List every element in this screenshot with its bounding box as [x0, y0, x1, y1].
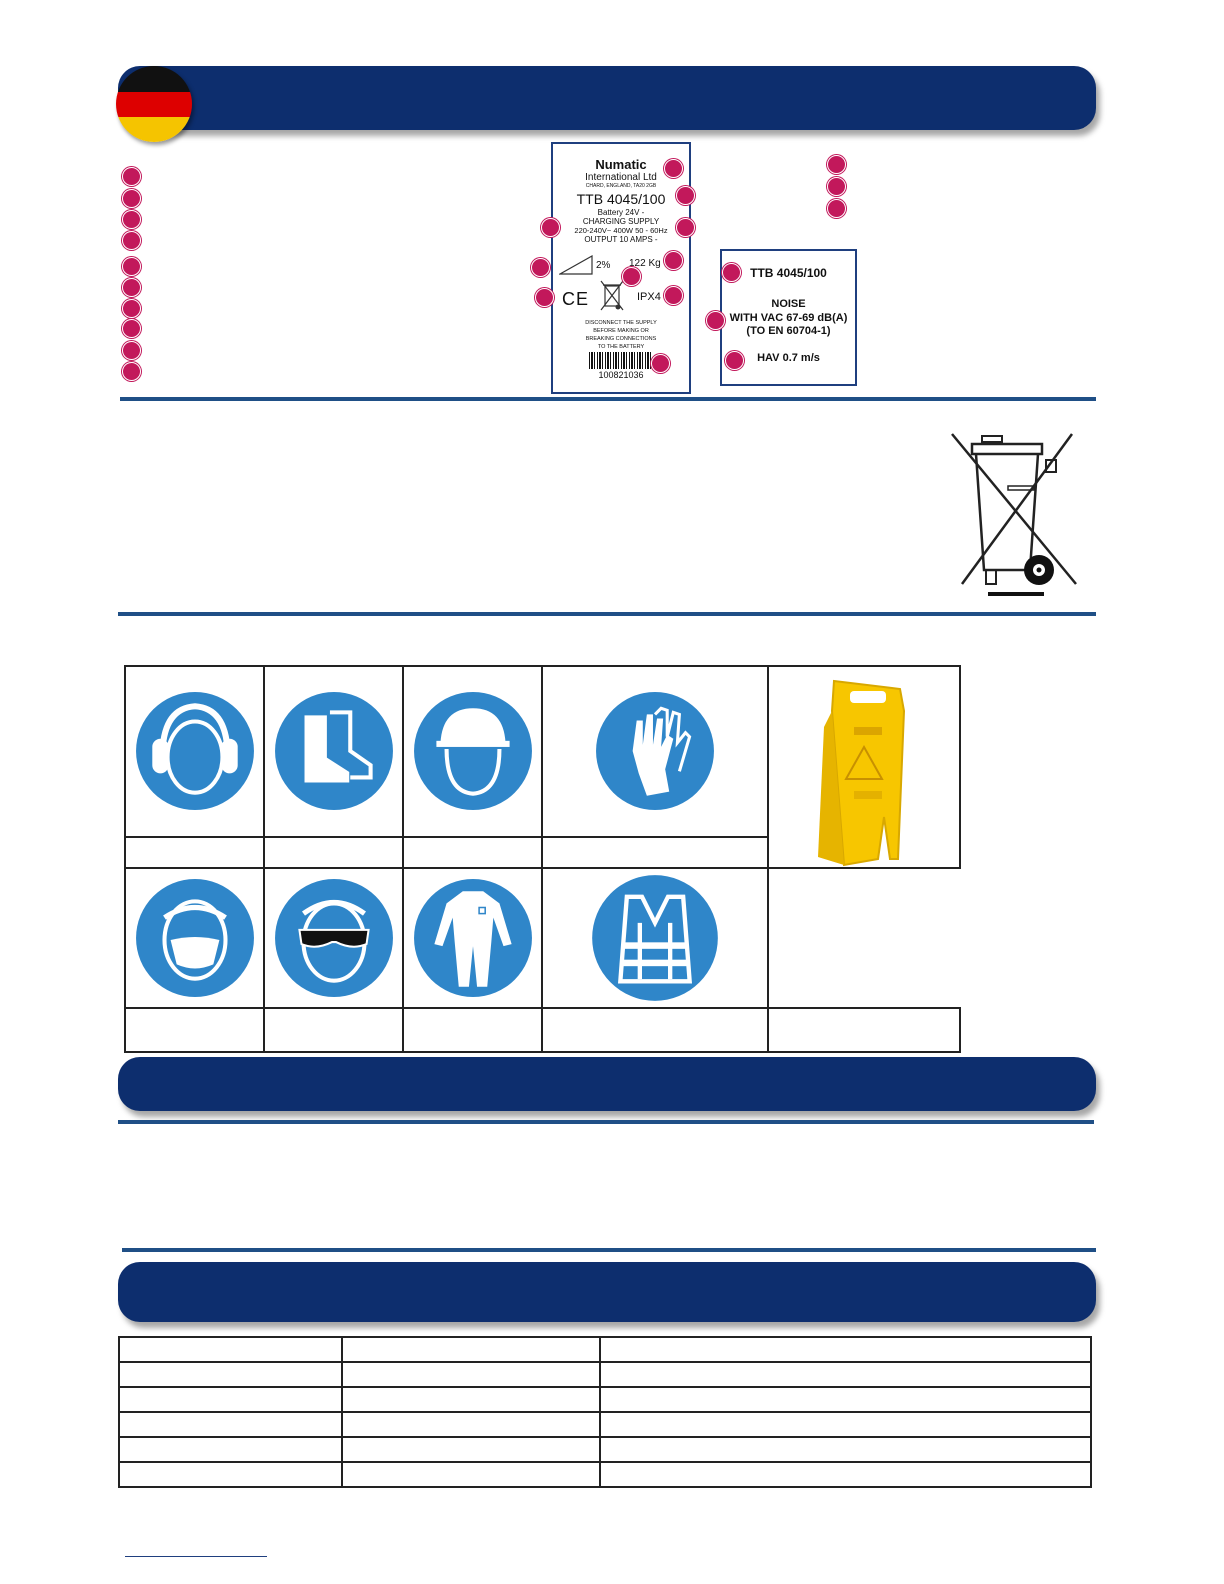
- battery-rating: Battery 24V -: [597, 208, 645, 217]
- callout-dot: [122, 299, 141, 318]
- ip-rating: IPX4: [637, 291, 661, 303]
- callout-dot: [122, 167, 141, 186]
- gloves-icon: [596, 692, 714, 811]
- company-name-line2: International Ltd: [585, 172, 657, 183]
- table-row: [118, 1411, 1092, 1438]
- ppe-caption: [263, 835, 404, 870]
- ppe-cell: [124, 867, 265, 1009]
- dust-mask-icon: [135, 879, 254, 997]
- overalls-icon: [413, 879, 532, 997]
- callout-dot: [651, 354, 670, 373]
- callout-dot: [535, 288, 554, 307]
- barcode: [589, 352, 651, 369]
- callout-dot: [122, 278, 141, 297]
- callout-dot: [541, 218, 560, 237]
- section-rule: [120, 397, 1096, 401]
- callout-dot: [531, 258, 550, 277]
- callout-dot: [122, 341, 141, 360]
- callout-dot: [122, 257, 141, 276]
- callout-dot: [722, 263, 741, 282]
- ppe-cell: [767, 665, 961, 869]
- spec-table: [118, 1336, 1092, 1488]
- ear-protection-icon: [135, 692, 254, 811]
- callout-dot: [725, 351, 744, 370]
- hard-hat-icon: [413, 692, 532, 811]
- ppe-table: [124, 665, 961, 1053]
- company-name: Numatic: [595, 157, 647, 172]
- section-banner: [118, 1057, 1096, 1111]
- company-address: CHARD, ENGLAND, TA20 2GB: [585, 183, 657, 189]
- ppe-caption: [541, 835, 769, 870]
- ppe-cell: [541, 867, 769, 1009]
- gradient-value: 2%: [596, 260, 611, 271]
- crossed-bin-icon: [951, 433, 1077, 596]
- callout-dot: [827, 199, 846, 218]
- ppe-caption: [541, 1007, 769, 1053]
- ppe-cell: [541, 665, 769, 838]
- ppe-caption: [263, 1007, 404, 1053]
- crossed-bin-icon: [600, 280, 624, 311]
- callout-dot: [664, 251, 683, 270]
- footer-rule: [125, 1556, 267, 1557]
- table-row: [118, 1386, 1092, 1413]
- section-rule: [122, 1248, 1096, 1252]
- weight-value: 122 Kg: [629, 258, 661, 269]
- callout-dot: [122, 231, 141, 250]
- callout-dot: [664, 286, 683, 305]
- callout-dot: [122, 189, 141, 208]
- warning-line-2: BEFORE MAKING OR: [593, 328, 649, 334]
- ppe-cell: [124, 665, 265, 838]
- warning-line-4: TO THE BATTERY: [597, 344, 645, 350]
- charging-supply: CHARGING SUPPLY: [582, 217, 660, 226]
- ppe-cell: [402, 665, 543, 838]
- hav-value: HAV 0.7 m/s: [757, 352, 820, 364]
- callout-dot: [827, 177, 846, 196]
- ppe-caption: [402, 1007, 543, 1053]
- gradient-icon: [559, 255, 593, 275]
- model-number: TTB 4045/100: [576, 191, 666, 207]
- section-rule: [118, 1120, 1094, 1124]
- safety-glasses-icon: [274, 879, 393, 997]
- safety-boots-icon: [274, 692, 393, 811]
- table-row: [118, 1436, 1092, 1463]
- warning-line-1: DISCONNECT THE SUPPLY: [585, 320, 657, 326]
- ppe-caption: [402, 835, 543, 870]
- callout-dot: [827, 155, 846, 174]
- ppe-cell: [263, 665, 404, 838]
- serial-number: 100821036: [598, 370, 644, 380]
- section-rule: [118, 612, 1096, 616]
- ppe-caption: [124, 835, 265, 870]
- wet-floor-sign: [818, 679, 906, 867]
- header-banner: [118, 66, 1096, 130]
- output-rating: OUTPUT 10 AMPS -: [584, 235, 658, 244]
- germany-flag-icon: [116, 66, 192, 142]
- ppe-caption: [124, 1007, 265, 1053]
- noise-vac: WITH VAC 67-69 dB(A): [729, 312, 848, 324]
- callout-dot: [122, 210, 141, 229]
- callout-dot: [122, 319, 141, 338]
- table-row: [118, 1461, 1092, 1488]
- callout-dot: [122, 362, 141, 381]
- callout-dot: [706, 311, 725, 330]
- noise-standard: (TO EN 60704-1): [746, 325, 831, 337]
- warning-line-3: BREAKING CONNECTIONS: [585, 336, 657, 342]
- noise-heading: NOISE: [771, 298, 806, 310]
- power-rating: 220-240V~ 400W 50 - 60Hz: [574, 226, 668, 235]
- callout-dot: [676, 186, 695, 205]
- callout-dot: [664, 159, 683, 178]
- ppe-cell: [263, 867, 404, 1009]
- callout-dot: [676, 218, 695, 237]
- callout-dot: [622, 267, 641, 286]
- noise-model: TTB 4045/100: [750, 266, 827, 280]
- ppe-caption: [767, 1007, 961, 1053]
- section-banner: [118, 1262, 1096, 1322]
- hi-vis-vest-icon: [592, 875, 718, 1001]
- ce-mark: CE: [562, 289, 590, 309]
- table-row: [118, 1361, 1092, 1388]
- ppe-cell: [402, 867, 543, 1009]
- table-row: [118, 1336, 1092, 1363]
